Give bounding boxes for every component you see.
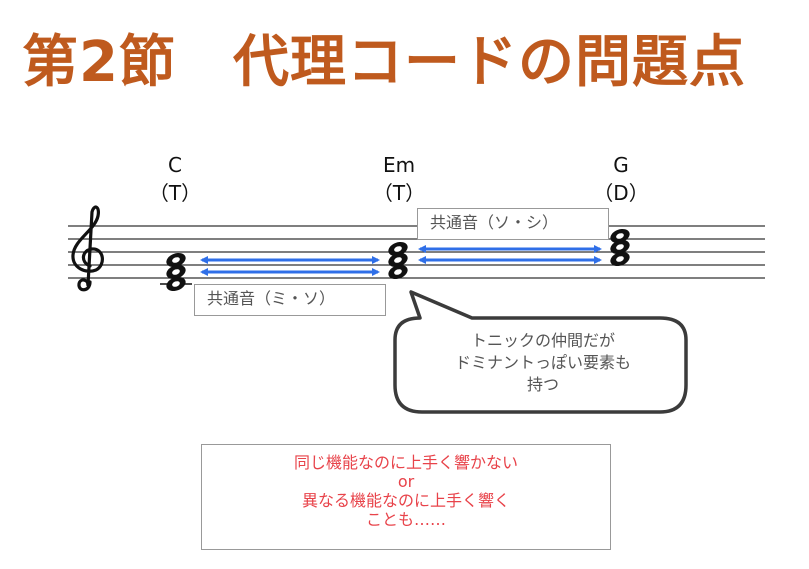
summary-line: 異なる機能なのに上手く響く: [301, 491, 510, 510]
callout-line: 持つ: [526, 375, 559, 394]
summary-box: 同じ機能なのに上手く響かない or 異なる機能なのに上手く響く ことも……: [201, 444, 611, 550]
chord-function-g: （D）: [593, 181, 649, 205]
chord-name-g: G: [613, 153, 629, 177]
summary-line: 同じ機能なのに上手く響かない: [293, 453, 518, 472]
common-tone-box-mi-so: 共通音（ミ・ソ）: [194, 284, 386, 316]
callout-line: トニックの仲間だが: [470, 331, 615, 350]
callout-text: トニックの仲間だが ドミナントっぽい要素も 持つ: [402, 330, 684, 396]
summary-line: or: [397, 472, 415, 491]
slide-title: 第2節 代理コードの問題点: [22, 30, 746, 95]
treble-clef-icon: [71, 205, 104, 292]
staff-lines: [68, 225, 765, 279]
common-tone-box-so-shi: 共通音（ソ・シ）: [417, 208, 609, 240]
callout-line: ドミナントっぽい要素も: [454, 353, 631, 372]
chord-function-c: （T）: [148, 181, 202, 205]
chord-name-c: C: [168, 153, 182, 177]
chord-function-em: （T）: [372, 181, 426, 205]
chord-notes-g: [610, 228, 630, 267]
chord-notes-em: [388, 241, 408, 280]
summary-line: ことも……: [365, 510, 446, 529]
chord-notes-c: [160, 252, 192, 292]
chord-name-em: Em: [382, 153, 416, 177]
callout-bubble: [393, 290, 688, 414]
common-tone-arrows-em-g: [418, 245, 602, 264]
common-tone-arrows-c-em: [200, 256, 380, 276]
